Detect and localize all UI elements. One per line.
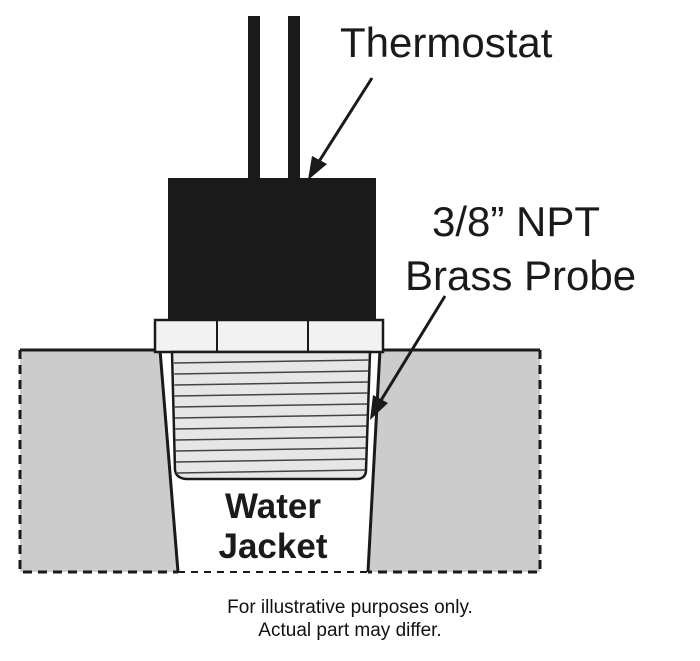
probe-thread-line	[174, 392, 368, 397]
wire-left	[248, 16, 260, 182]
probe-arrowhead	[370, 395, 388, 420]
thermostat-label: Thermostat	[340, 19, 553, 66]
housing-right-edge-dashed	[368, 350, 542, 574]
thermostat-arrow-line	[316, 77, 374, 164]
probe-thread-line	[174, 414, 368, 419]
thermostat-body	[168, 178, 376, 322]
probe-thread-line	[175, 436, 367, 441]
hex-nut	[153, 318, 385, 354]
probe-label-line1: 3/8” NPT	[432, 198, 600, 245]
probe-thread-line	[174, 381, 369, 386]
disclaimer-line1: For illustrative purposes only.	[227, 597, 473, 618]
probe-thread-line	[174, 403, 368, 408]
disclaimer-line2: Actual part may differ.	[258, 620, 442, 641]
thermostat-arrowhead	[308, 156, 327, 180]
housing-left	[20, 350, 178, 572]
wire-right	[288, 16, 300, 182]
probe-thread-line	[175, 458, 366, 463]
probe-thread-line	[175, 425, 367, 430]
probe-thread-line	[175, 447, 366, 452]
probe-threads	[173, 359, 370, 474]
water-jacket-label-line1: Water	[225, 487, 321, 526]
probe-arrow-line	[378, 295, 447, 403]
probe-thread-line	[175, 469, 366, 474]
probe-thread-line	[173, 359, 370, 364]
probe-thread-line	[174, 370, 369, 375]
probe-label-line2: Brass Probe	[405, 252, 636, 299]
housing-right	[368, 350, 540, 572]
water-jacket-label-line2: Jacket	[219, 527, 328, 566]
